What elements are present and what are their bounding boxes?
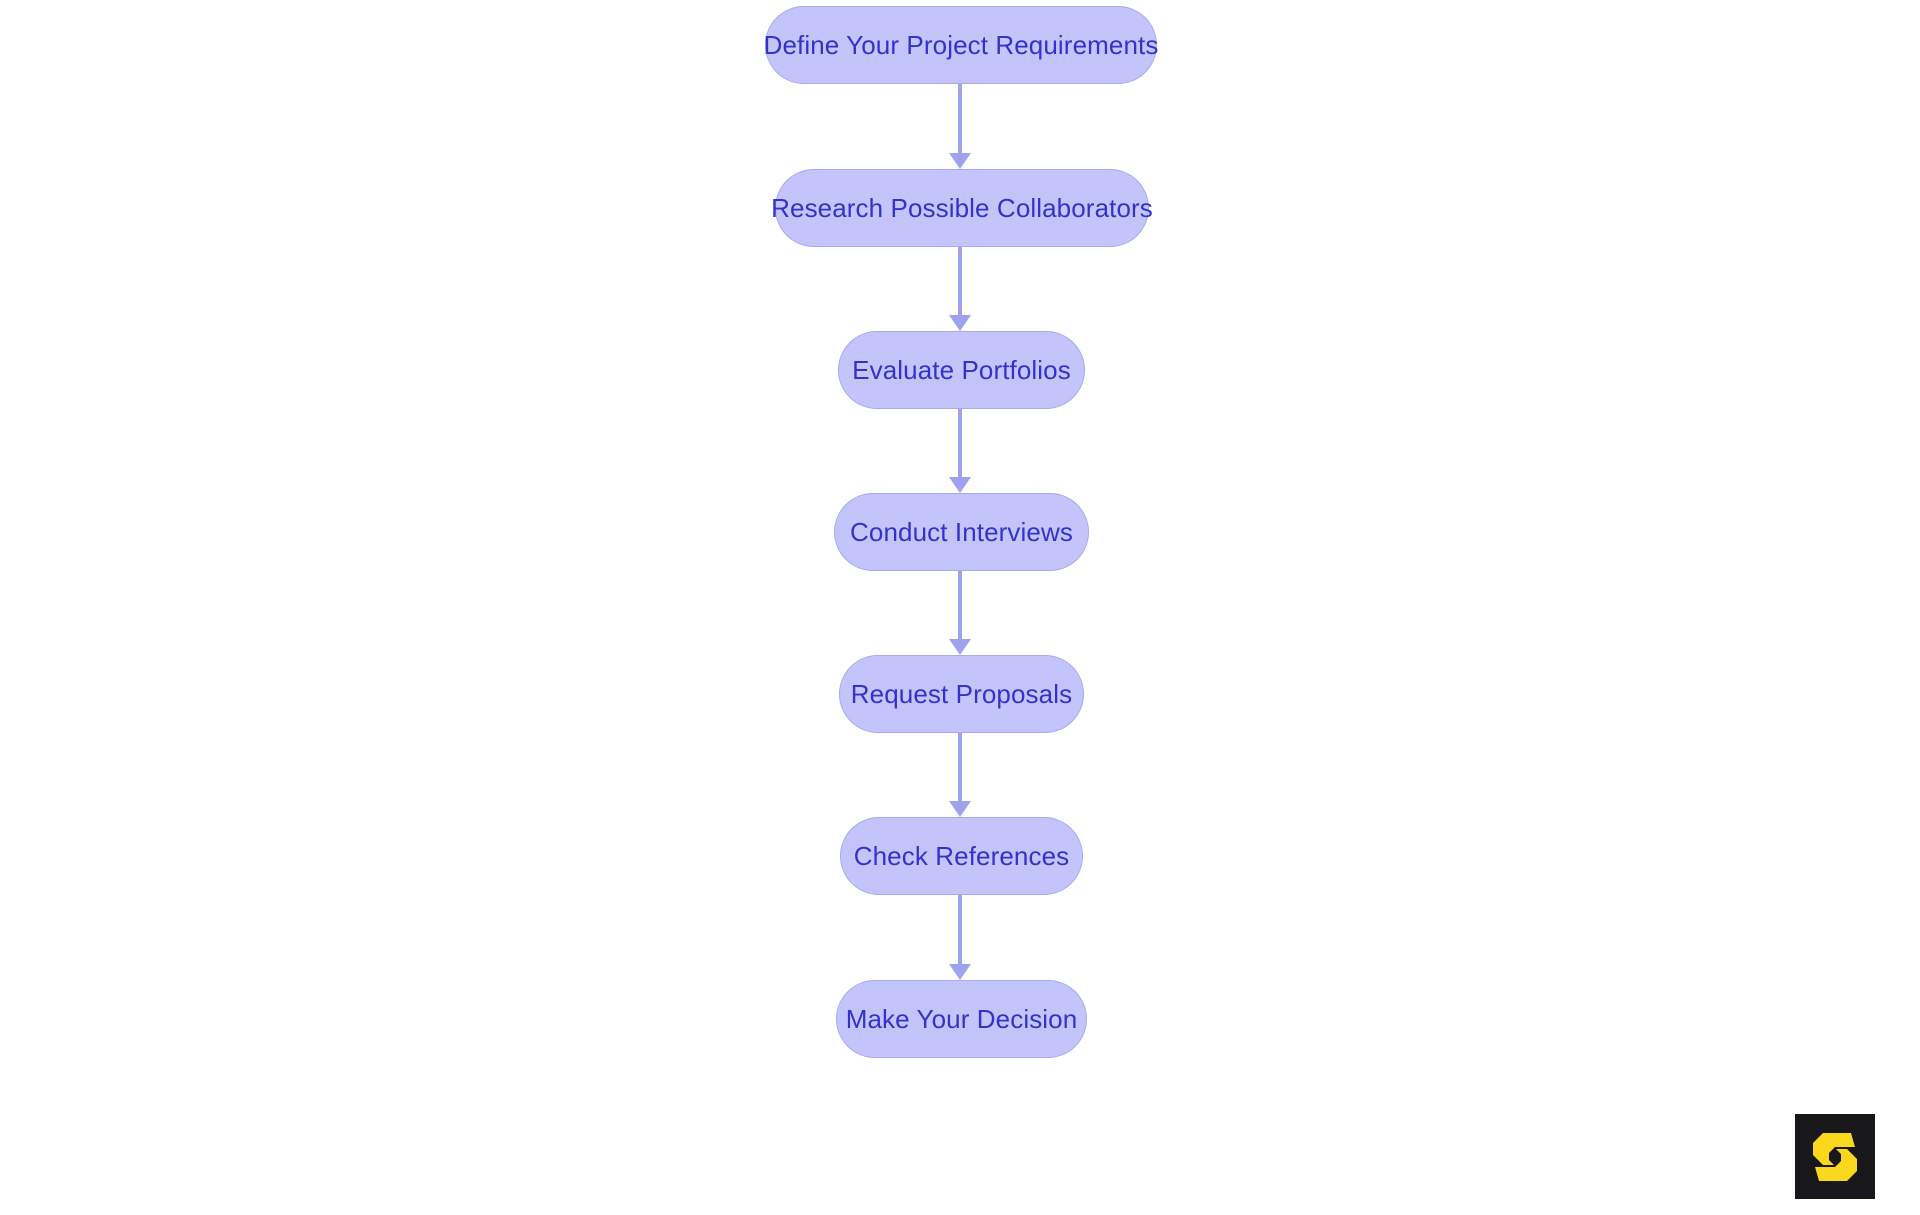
edge-line	[958, 84, 962, 153]
flow-node-label: Evaluate Portfolios	[852, 355, 1071, 385]
flow-node-label: Check References	[853, 841, 1070, 871]
flow-node-label: Research Possible Collaborators	[771, 193, 1153, 223]
edge-line	[958, 247, 962, 315]
edge-line	[958, 895, 962, 964]
flow-node-n3[interactable]: Evaluate Portfolios	[838, 331, 1085, 409]
edge-arrowhead-icon	[949, 801, 971, 817]
flow-node-n5[interactable]: Request Proposals	[839, 655, 1084, 733]
brand-logo	[1795, 1114, 1875, 1199]
flow-node-n2[interactable]: Research Possible Collaborators	[771, 169, 1153, 247]
flow-node-n6[interactable]: Check References	[840, 817, 1083, 895]
edge-line	[958, 733, 962, 801]
flow-node-label: Conduct Interviews	[850, 517, 1073, 547]
edge-arrowhead-icon	[949, 639, 971, 655]
edge-line	[958, 571, 962, 639]
letter-s-logo-icon	[1813, 1132, 1857, 1181]
flow-node-n7[interactable]: Make Your Decision	[836, 980, 1087, 1058]
edge-arrowhead-icon	[949, 477, 971, 493]
flow-node-label: Define Your Project Requirements	[763, 30, 1159, 60]
edge-line	[958, 409, 962, 477]
flow-node-n1[interactable]: Define Your Project Requirements	[764, 6, 1158, 84]
flow-node-n4[interactable]: Conduct Interviews	[834, 493, 1089, 571]
flow-node-label: Make Your Decision	[845, 1004, 1078, 1034]
edge-arrowhead-icon	[949, 315, 971, 331]
edge-arrowhead-icon	[949, 153, 971, 169]
edge-arrowhead-icon	[949, 964, 971, 980]
flow-node-label: Request Proposals	[850, 679, 1073, 709]
